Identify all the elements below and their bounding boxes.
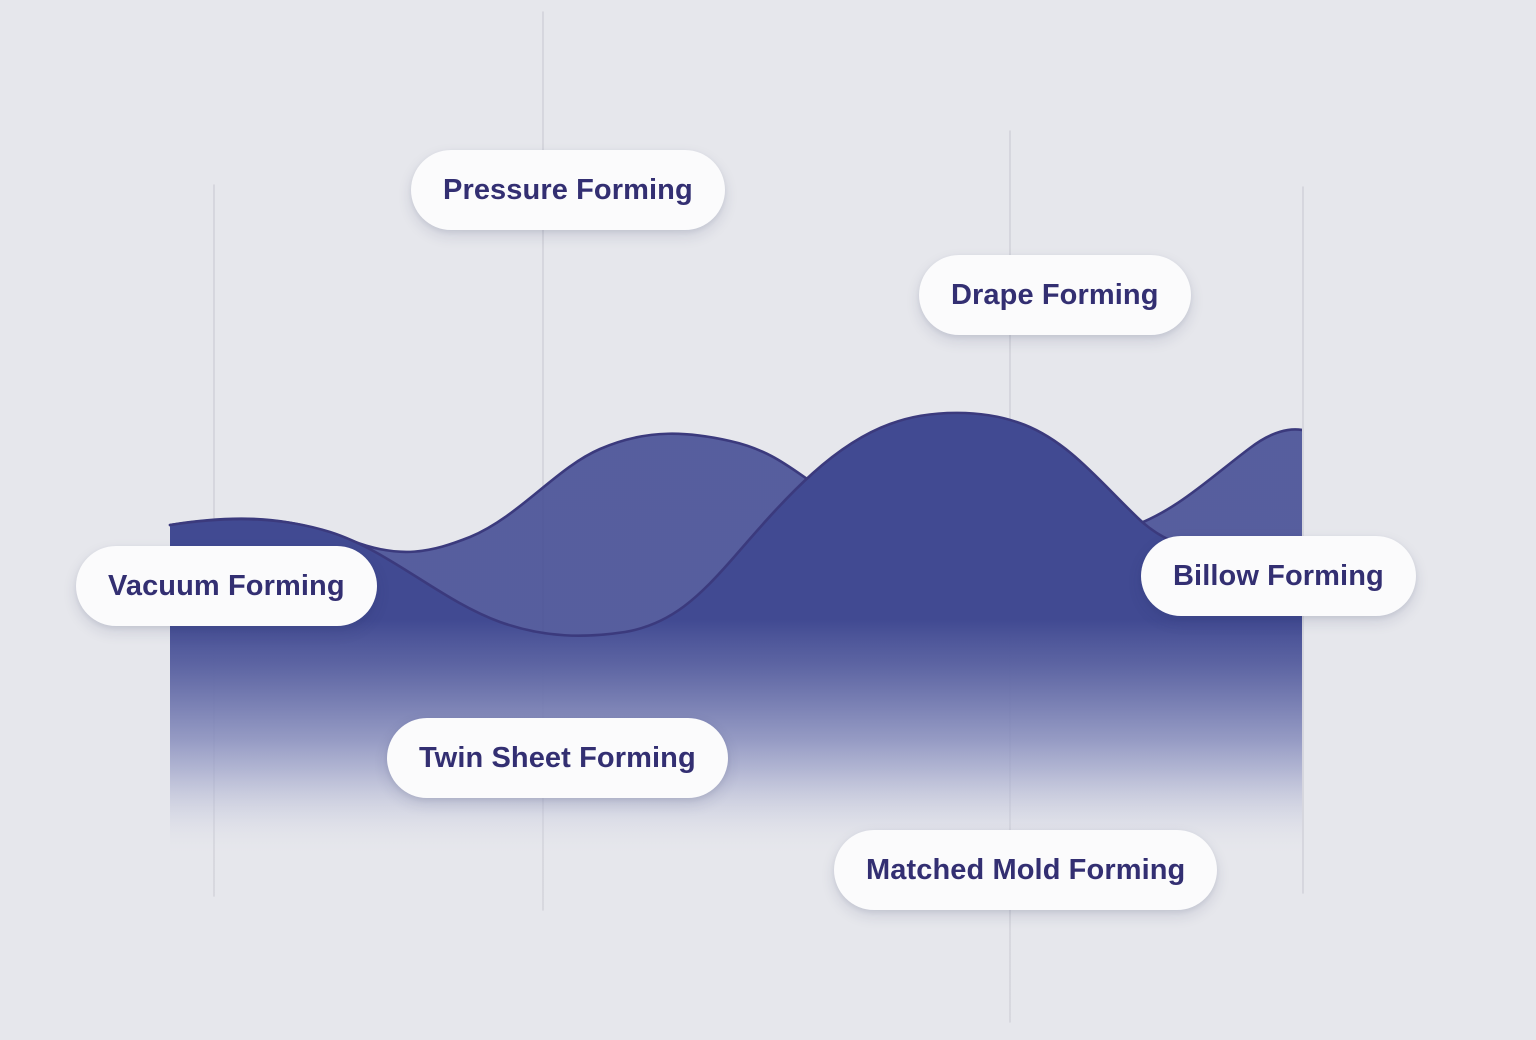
label-text-billow-forming: Billow Forming	[1173, 559, 1384, 592]
wave-line-b	[168, 428, 1302, 554]
label-pill-billow-forming[interactable]: Billow Forming	[1141, 536, 1416, 616]
label-pill-matched-mold-forming[interactable]: Matched Mold Forming	[834, 830, 1218, 910]
label-text-matched-mold-forming: Matched Mold Forming	[866, 853, 1186, 886]
label-text-twin-sheet-forming: Twin Sheet Forming	[419, 741, 696, 774]
wave-line-a	[168, 411, 1302, 637]
label-pill-drape-forming[interactable]: Drape Forming	[919, 255, 1191, 335]
label-text-vacuum-forming: Vacuum Forming	[108, 569, 345, 602]
label-text-drape-forming: Drape Forming	[951, 278, 1159, 311]
label-pill-vacuum-forming[interactable]: Vacuum Forming	[76, 546, 377, 626]
label-text-pressure-forming: Pressure Forming	[443, 173, 693, 206]
label-pill-twin-sheet-forming[interactable]: Twin Sheet Forming	[387, 718, 728, 798]
label-pill-pressure-forming[interactable]: Pressure Forming	[411, 150, 725, 230]
